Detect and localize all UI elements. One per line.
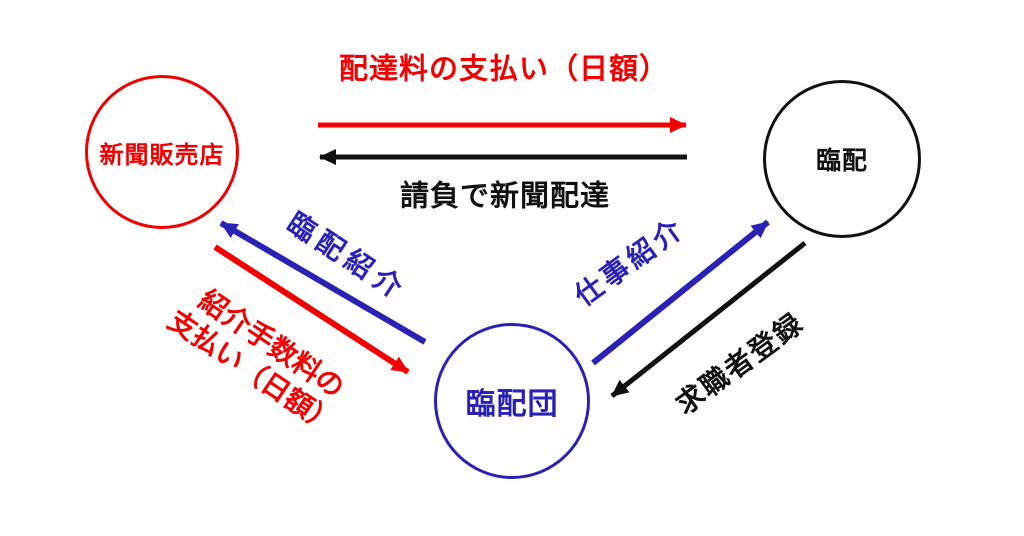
arrow-referral-fee-payment	[213, 244, 410, 375]
node-rinpai: 臨配	[763, 80, 921, 238]
node-rinpai-dan: 臨配団	[434, 323, 590, 479]
node-newspaper-shop-label: 新聞販売店	[99, 141, 225, 169]
edge-label-contract-delivery: 請負で新聞配達	[399, 180, 611, 213]
edge-label-delivery-fee-payment: 配達料の支払い（日額）	[338, 53, 670, 86]
node-rinpai-label: 臨配	[815, 147, 868, 175]
node-rinpai-dan-label: 臨配団	[465, 388, 559, 421]
node-newspaper-shop: 新聞販売店	[85, 75, 239, 229]
arrow-jobseeker-registration	[610, 241, 807, 398]
arrow-rinpai-introduction	[219, 220, 427, 345]
arrow-job-introduction	[591, 219, 770, 366]
